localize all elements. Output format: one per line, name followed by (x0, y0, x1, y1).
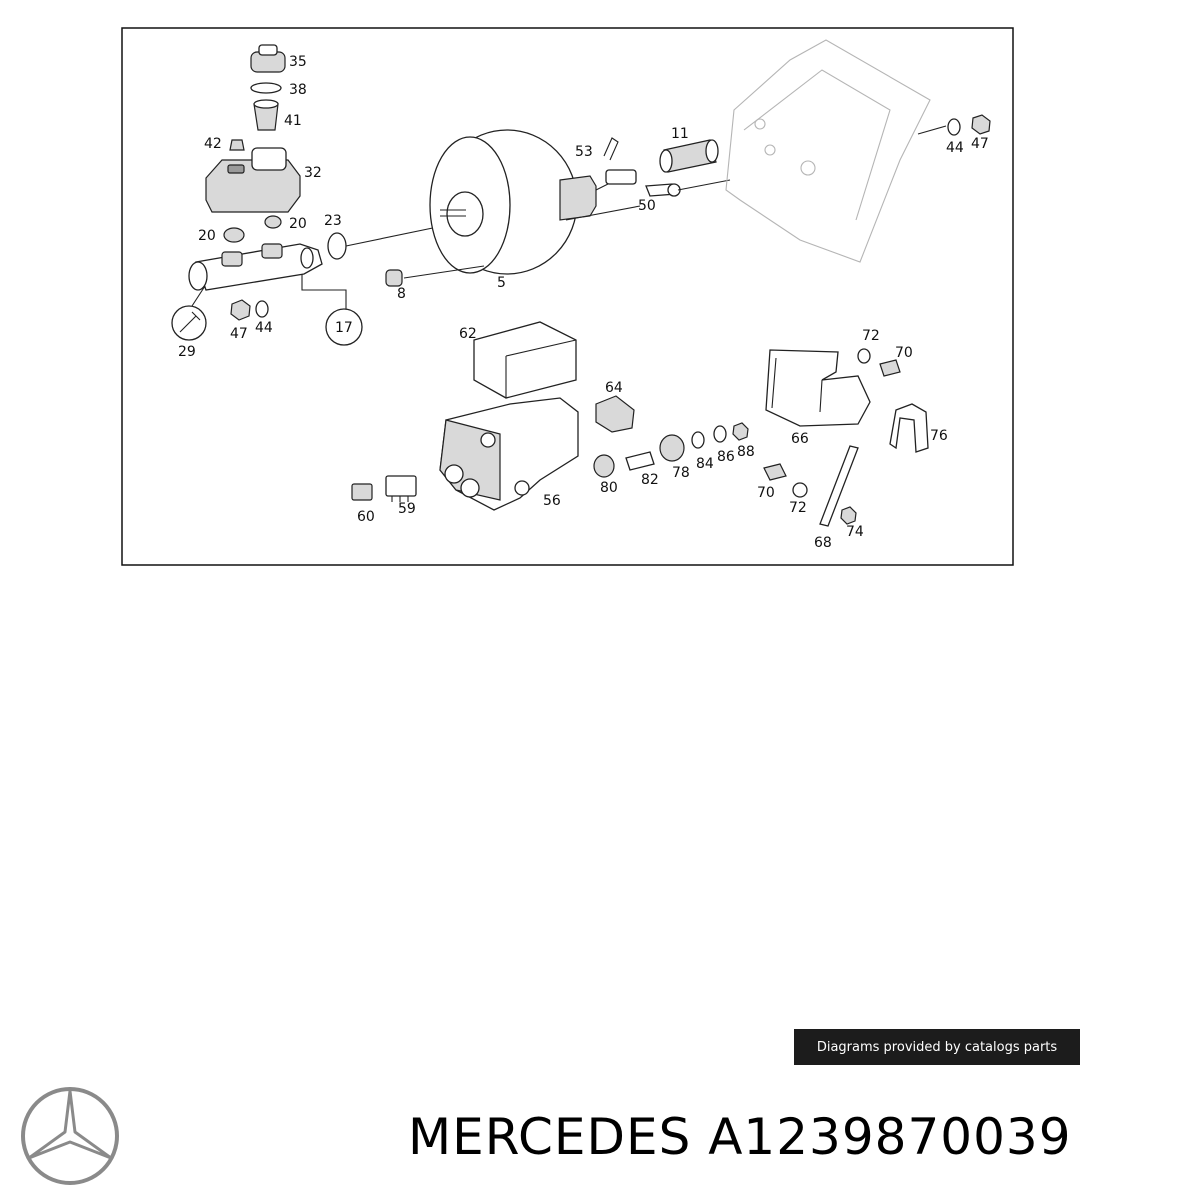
callout-32: 32 (304, 165, 322, 181)
relay-59 (385, 475, 417, 502)
callout-70b: 70 (757, 485, 775, 501)
bushing-80 (593, 454, 615, 478)
callout-64: 64 (605, 380, 623, 396)
callout-38: 38 (289, 82, 307, 98)
callout-56: 56 (543, 493, 561, 509)
callout-47b: 47 (971, 136, 989, 152)
mount-78 (659, 434, 685, 462)
plug-42 (229, 139, 245, 151)
callout-62: 62 (459, 326, 477, 342)
reservoir-32 (205, 147, 301, 213)
washer-72b (792, 482, 808, 498)
callout-5: 5 (497, 275, 506, 291)
pin-50 (645, 183, 681, 197)
callout-66: 66 (791, 431, 809, 447)
clevis-pin-53 (603, 137, 619, 161)
callout-8: 8 (397, 286, 406, 302)
nut-88 (732, 422, 749, 441)
nut-47b (971, 114, 991, 135)
callout-72a: 72 (862, 328, 880, 344)
diagram-credit-text: Diagrams provided by catalogs parts (816, 1039, 1058, 1055)
part-title: MERCEDES A1239870039 (408, 1108, 1072, 1166)
callout-72b: 72 (789, 500, 807, 516)
nut-47a (230, 299, 251, 321)
callout-88: 88 (737, 444, 755, 460)
callout-60: 60 (357, 509, 375, 525)
bolt-70b (763, 463, 787, 481)
washer-84 (691, 431, 705, 449)
callout-17: 17 (335, 320, 353, 336)
diagram-frame (121, 27, 1014, 566)
washer-86 (713, 425, 727, 443)
bracket-66 (765, 349, 871, 427)
callout-86: 86 (717, 449, 735, 465)
callout-74: 74 (846, 524, 864, 540)
washer-44a (255, 300, 269, 318)
callout-23: 23 (324, 213, 342, 229)
grommet-8 (385, 269, 403, 287)
bolt-70a (879, 359, 901, 377)
callout-82: 82 (641, 472, 659, 488)
callout-42: 42 (204, 136, 222, 152)
reservoir-cap-35 (250, 44, 286, 73)
brake-booster-5 (429, 129, 641, 275)
callout-68: 68 (814, 535, 832, 551)
callout-76: 76 (930, 428, 948, 444)
callout-80: 80 (600, 480, 618, 496)
callout-44a: 44 (255, 320, 273, 336)
grommet-20a (223, 227, 245, 243)
master-cylinder (188, 243, 323, 291)
callout-20b: 20 (289, 216, 307, 232)
callout-41: 41 (284, 113, 302, 129)
cover-62 (473, 321, 577, 399)
callout-circle-17 (325, 308, 363, 346)
diagram-credit: Diagrams provided by catalogs parts (794, 1029, 1080, 1065)
strap-68 (819, 445, 859, 527)
callout-53: 53 (575, 144, 593, 160)
firewall-bracket (725, 39, 931, 263)
callout-11: 11 (671, 126, 689, 142)
seal-ring-23 (327, 232, 347, 260)
sleeve-82 (625, 451, 655, 471)
filter-41 (253, 99, 279, 131)
callout-20a: 20 (198, 228, 216, 244)
boot-11 (659, 139, 719, 173)
callout-29: 29 (178, 344, 196, 360)
callout-35: 35 (289, 54, 307, 70)
callout-50: 50 (638, 198, 656, 214)
wrench-icon (171, 305, 207, 341)
relay-60 (351, 483, 373, 501)
clevis (605, 169, 637, 185)
hydraulic-unit-56 (439, 397, 579, 511)
callout-47a: 47 (230, 326, 248, 342)
seal-ring-38 (250, 82, 282, 94)
callout-84: 84 (696, 456, 714, 472)
nut-74 (840, 506, 857, 525)
clip-76 (889, 403, 929, 453)
bracket-64 (595, 395, 635, 433)
washer-72a (857, 348, 871, 364)
callout-44b: 44 (946, 140, 964, 156)
mercedes-star-icon (21, 1087, 119, 1185)
washer-44b (947, 118, 961, 136)
callout-70a: 70 (895, 345, 913, 361)
grommet-20b (264, 215, 282, 229)
callout-78: 78 (672, 465, 690, 481)
callout-59: 59 (398, 501, 416, 517)
